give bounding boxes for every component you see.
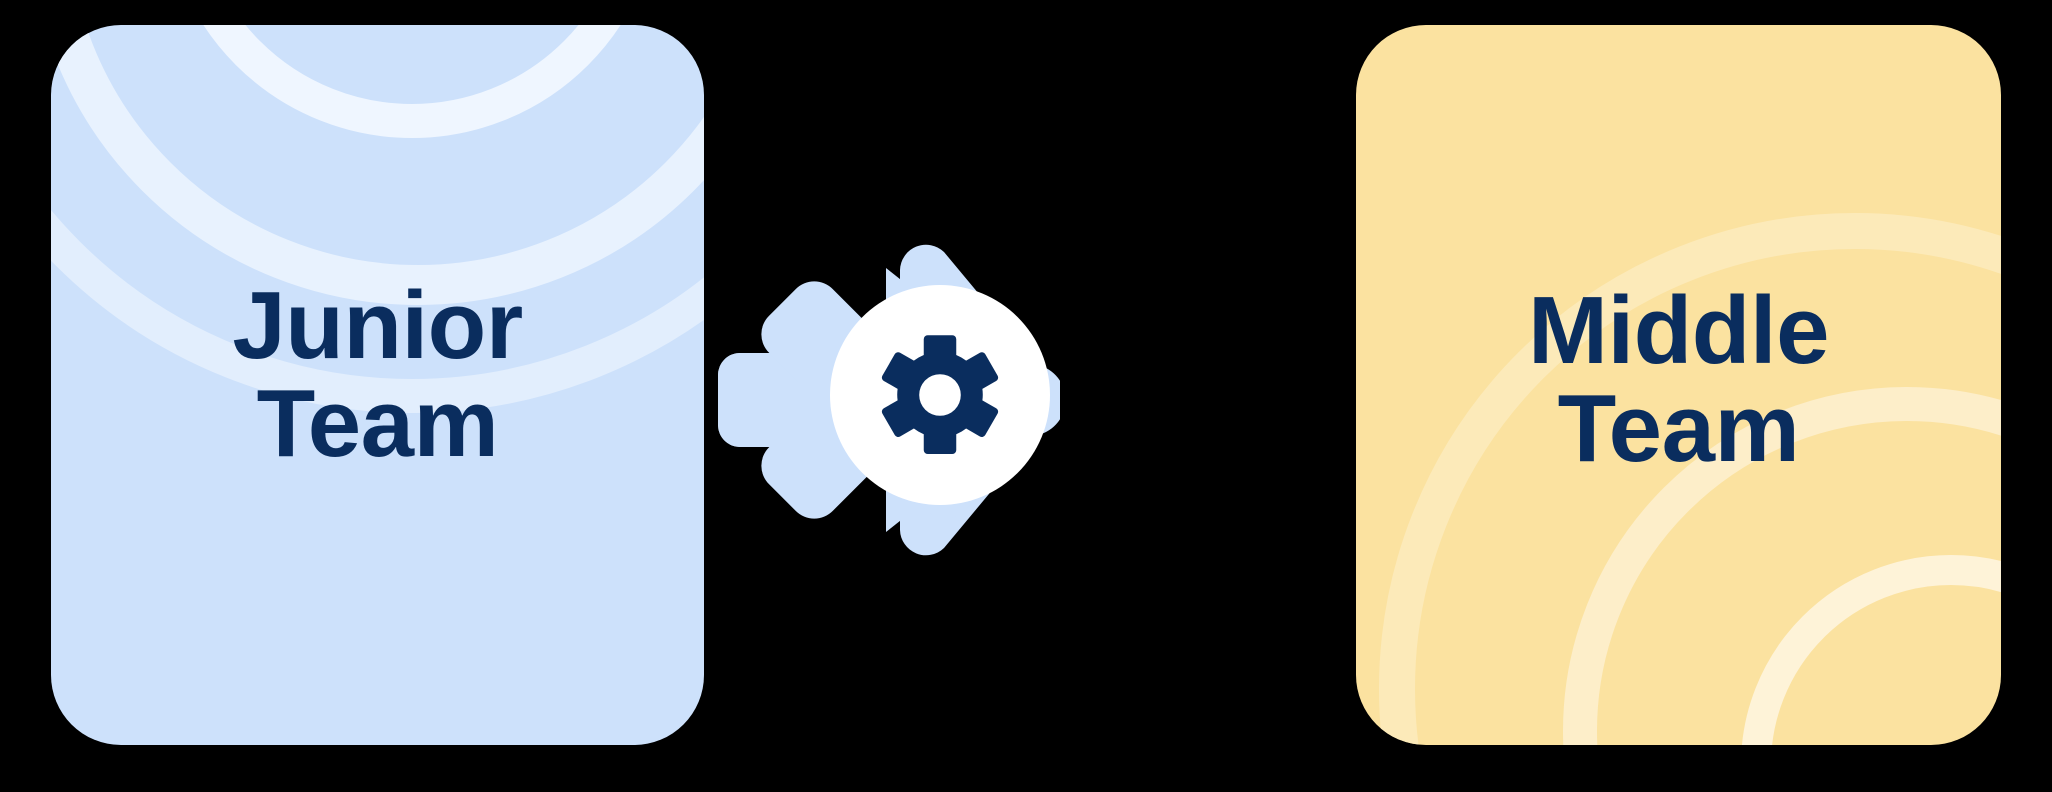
decorative-circle-core [1921,725,2001,745]
middle-team-label: Middle Team [1528,277,1829,482]
node-card-middle-team[interactable]: Middle Team [1356,25,2001,745]
junior-team-label: Junior Team [232,272,523,477]
decorative-ring-middle [51,25,704,305]
gear-icon [881,335,999,455]
node-card-junior-team[interactable]: Junior Team [51,25,704,745]
decorative-ring-inner [162,25,661,138]
gear-badge[interactable] [830,285,1050,505]
decorative-ring-inner [1741,555,2001,745]
